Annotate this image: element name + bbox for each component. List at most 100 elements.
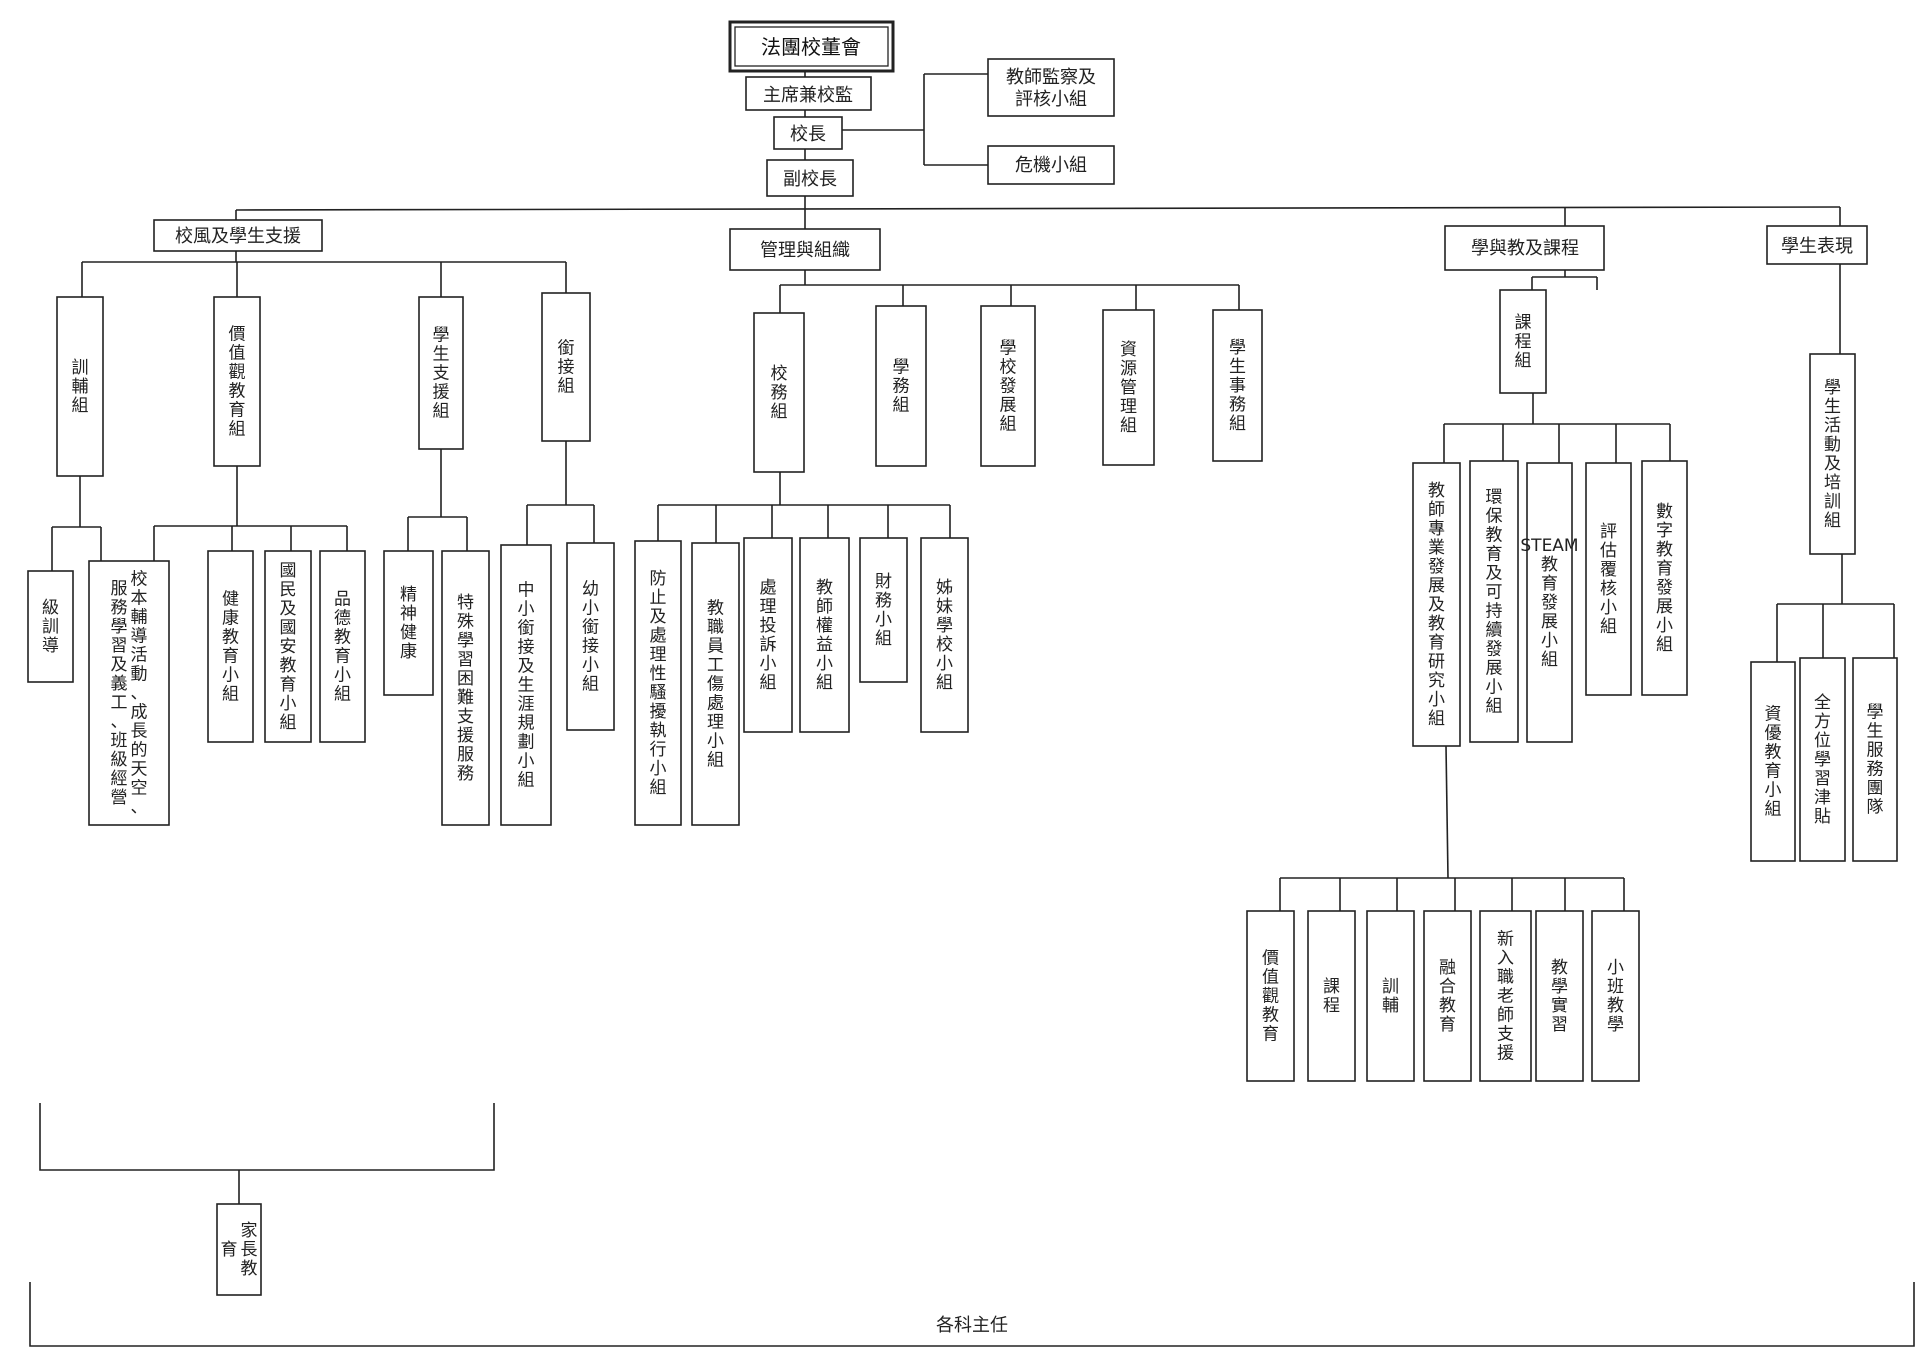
box-secondary-transition-frame: [500, 544, 552, 826]
box-digital: 數字教育發展小組: [1641, 460, 1688, 696]
box-school-affairs: 校務組: [753, 312, 805, 473]
box-ps-values-frame: [1246, 910, 1295, 1082]
box-ps-new-teacher-label: 新入職老師支援: [1497, 930, 1514, 1064]
box-guidance-activities: 校本輔導活動、成長的天空、服務學習及義工、班級經營: [88, 560, 170, 826]
box-transition-label: 銜接組: [558, 339, 575, 397]
box-parent-education-label: 家長教育: [221, 1221, 258, 1279]
box-ps-new-teacher-frame: [1479, 910, 1532, 1082]
box-harassment-label: 防止及處理性騷擾執行小組: [650, 569, 667, 798]
box-moral-frame: [319, 550, 366, 743]
box-moral-label: 品德教育小組: [334, 590, 351, 705]
box-guidance-activities-label: 校本輔導活動、成長的天空、服務學習及義工、班級經營: [111, 570, 148, 818]
box-sister-label: 姊妹學校小組: [936, 578, 953, 693]
vice-principal-label: 副校長: [783, 169, 837, 190]
box-grant: 全方位學習津貼: [1799, 657, 1846, 862]
box-kinder-transition-label: 幼小銜接小組: [582, 580, 599, 695]
box-harassment: 防止及處理性騷擾執行小組: [634, 540, 682, 826]
teacher-monitor-label: 教師監察及評核小組: [1006, 67, 1096, 110]
box-activities-label: 學生活動及培訓組: [1824, 378, 1841, 531]
box-development: 學校發展組: [980, 305, 1036, 467]
box-ps-guidance: 訓輔: [1366, 910, 1415, 1082]
box-grant-frame: [1799, 657, 1846, 862]
box-finance-frame: [859, 537, 908, 683]
box-assessment-label: 評估覆核小組: [1600, 522, 1617, 637]
box-kinder-transition: 幼小銜接小組: [566, 542, 615, 731]
box-complaints: 處理投訴小組: [743, 537, 793, 733]
box-academic: 學務組: [875, 305, 927, 467]
box-env: 環保教育及可持續發展小組: [1469, 460, 1519, 743]
box-ps-practicum-label: 教學實習: [1551, 958, 1568, 1035]
box-service-label: 學生服務團隊: [1867, 703, 1884, 818]
box-national-label: 國民及國安教育小組: [280, 561, 297, 733]
box-class-guidance-label: 級訓導: [42, 598, 59, 656]
box-mental-frame: [383, 550, 434, 696]
box-sen: 特殊學習困難支援服務: [441, 550, 490, 826]
box-health-frame: [207, 550, 254, 743]
box-ps-small-class-label: 小班教學: [1607, 958, 1624, 1035]
box-class-guidance-frame: [27, 570, 74, 683]
crisis-node: 危機小組: [987, 145, 1115, 185]
box-ps-new-teacher: 新入職老師支援: [1479, 910, 1532, 1082]
box-academic-label: 學務組: [893, 358, 910, 416]
box-ps-curriculum-frame: [1307, 910, 1356, 1082]
box-assessment-frame: [1585, 462, 1632, 696]
box-complaints-label: 處理投訴小組: [760, 578, 777, 693]
box-ps-guidance-label: 訓輔: [1382, 977, 1399, 1016]
box-guidance-frame: [56, 296, 104, 477]
box-development-label: 學校發展組: [1000, 339, 1017, 435]
teacher-monitor-node: 教師監察及評核小組: [987, 58, 1115, 117]
box-ps-practicum: 教學實習: [1535, 910, 1584, 1082]
box-ps-practicum-frame: [1535, 910, 1584, 1082]
branch-performance-label: 學生表現: [1781, 236, 1853, 257]
box-ps-curriculum-label: 課程: [1323, 977, 1340, 1016]
box-rights-frame: [799, 537, 850, 733]
box-support-frame: [418, 296, 464, 450]
box-sister-frame: [920, 537, 969, 733]
branch-ethos: 校風及學生支援: [153, 219, 323, 252]
box-guidance: 訓輔組: [56, 296, 104, 477]
box-mental: 精神健康: [383, 550, 434, 696]
connectors: [29, 71, 1915, 1347]
box-ps-inclusive: 融合教育: [1423, 910, 1472, 1082]
branch-ethos-label: 校風及學生支援: [175, 226, 301, 247]
board-title: 法團校董會: [761, 35, 861, 59]
principal-node: 校長: [773, 116, 843, 150]
box-transition: 銜接組: [541, 292, 591, 442]
box-gifted-frame: [1750, 661, 1796, 862]
box-assessment: 評估覆核小組: [1585, 462, 1632, 696]
box-curriculum: 課程組: [1499, 289, 1547, 394]
box-support-label: 學生支援組: [433, 326, 450, 422]
box-moral: 品德教育小組: [319, 550, 366, 743]
branch-admin-label: 管理與組織: [760, 240, 850, 261]
chair-label: 主席兼校監: [763, 85, 853, 106]
box-values-label: 價值觀教育組: [229, 325, 246, 440]
box-school-affairs-label: 校務組: [771, 364, 788, 422]
box-activities: 學生活動及培訓組: [1809, 353, 1856, 555]
box-development-frame: [980, 305, 1036, 467]
box-ps-small-class-frame: [1591, 910, 1640, 1082]
board-node: 法團校董會: [728, 20, 895, 73]
box-injury: 教職員工傷處理小組: [691, 542, 740, 826]
box-national-frame: [264, 550, 312, 743]
box-parent-education: 家長教育: [216, 1203, 262, 1296]
box-resources: 資源管理組: [1102, 309, 1155, 466]
box-rights: 教師權益小組: [799, 537, 850, 733]
box-complaints-frame: [743, 537, 793, 733]
box-grant-label: 全方位學習津貼: [1814, 693, 1831, 827]
footer-label: 各科主任: [936, 1315, 1008, 1336]
box-national: 國民及國安教育小組: [264, 550, 312, 743]
box-class-guidance: 級訓導: [27, 570, 74, 683]
box-academic-frame: [875, 305, 927, 467]
box-finance-label: 財務小組: [875, 572, 892, 649]
box-env-label: 環保教育及可持續發展小組: [1486, 488, 1503, 717]
box-curriculum-label: 課程組: [1515, 313, 1532, 371]
principal-label: 校長: [790, 124, 826, 145]
box-health: 健康教育小組: [207, 550, 254, 743]
box-guidance-label: 訓輔組: [72, 358, 89, 416]
box-gifted: 資優教育小組: [1750, 661, 1796, 862]
box-ps-inclusive-label: 融合教育: [1439, 958, 1456, 1035]
box-digital-label: 數字教育發展小組: [1656, 502, 1673, 655]
